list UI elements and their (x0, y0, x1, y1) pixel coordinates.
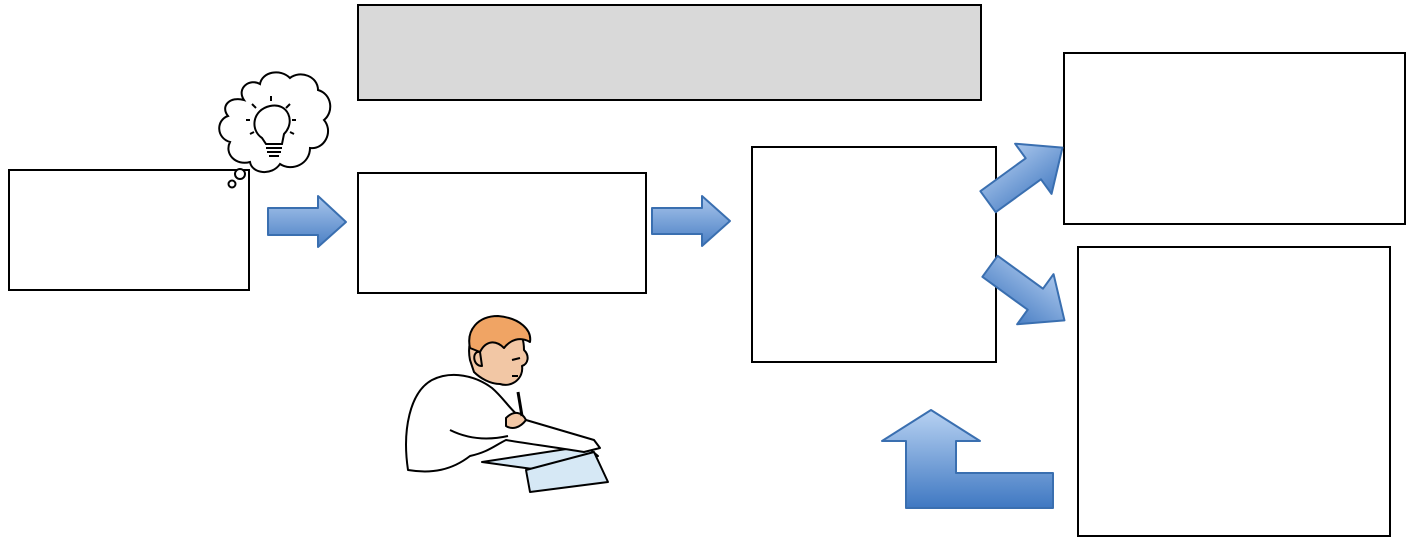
idea-box (8, 169, 250, 291)
outcome-a-box (1063, 52, 1406, 225)
arrow-right-1 (267, 195, 347, 248)
arrow-right-2 (651, 195, 731, 247)
lightbulb-icon (246, 96, 296, 157)
review-box (751, 146, 997, 363)
arrow-bent-up (881, 409, 1054, 509)
writing-person-icon (405, 315, 609, 493)
outcome-b-box (1077, 246, 1391, 537)
drafting-box (357, 172, 647, 294)
header-box (357, 4, 982, 101)
